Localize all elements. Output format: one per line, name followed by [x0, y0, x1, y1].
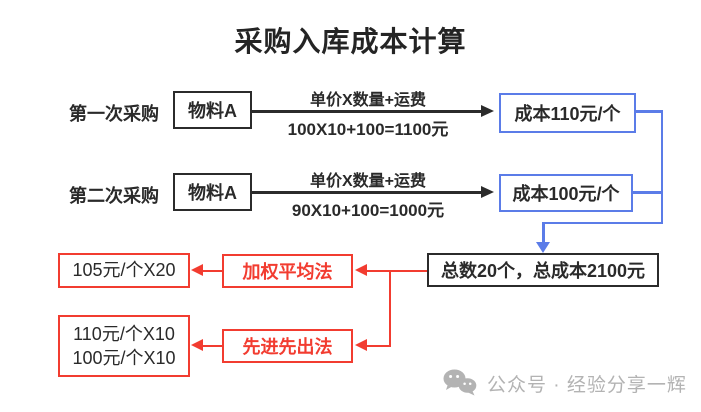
row2-material-text: 物料A	[188, 183, 237, 203]
method1-box: 加权平均法	[222, 254, 353, 288]
row2-result-text: 成本100元/个	[512, 184, 620, 204]
value2-box: 110元/个X10 100元/个X10	[58, 315, 190, 377]
row1-result-text: 成本110元/个	[514, 104, 621, 124]
row2-result-box: 成本100元/个	[499, 174, 633, 212]
row2-label: 第二次采购	[69, 186, 159, 206]
row2-material-box: 物料A	[173, 173, 252, 211]
watermark-text: 公众号 · 经验分享一辉	[487, 375, 687, 396]
value1-box: 105元/个X20	[58, 253, 190, 288]
row1-formula-bottom: 100X10+100=1100元	[287, 120, 449, 139]
page-title: 采购入库成本计算	[234, 26, 467, 57]
blue-connector-mid-h	[542, 221, 663, 224]
blue-connector-down-v	[542, 221, 545, 244]
value1-line1: 105元/个X20	[72, 260, 176, 281]
red-connector-method1-to-value1	[201, 269, 222, 272]
row2-arrow-shaft	[252, 191, 484, 194]
red-connector-method2-to-value2	[201, 344, 222, 347]
row1-result-box: 成本110元/个	[499, 93, 636, 133]
row1-formula-top: 单价X数量+运费	[309, 92, 427, 109]
blue-connector-right-v	[660, 110, 663, 224]
row2-formula-top: 单价X数量+运费	[309, 173, 427, 190]
row1-arrowhead-icon	[481, 105, 494, 117]
blue-connector-row1-h	[636, 110, 663, 113]
blue-arrowhead-down-icon	[536, 242, 550, 253]
red-arrowhead-value2-icon	[191, 339, 203, 351]
row2-arrowhead-icon	[481, 186, 494, 198]
method1-text: 加权平均法	[242, 262, 333, 282]
row1-label: 第一次采购	[69, 104, 159, 124]
method2-box: 先进先出法	[222, 329, 353, 363]
row2-formula-bottom: 90X10+100=1000元	[291, 201, 445, 220]
method2-text: 先进先出法	[242, 337, 333, 357]
red-arrowhead-value1-icon	[191, 264, 203, 276]
total-text: 总数20个，总成本2100元	[440, 261, 646, 281]
red-connector-total-to-method1	[365, 269, 427, 272]
red-arrowhead-method1-icon	[355, 264, 367, 276]
blue-connector-row2-h	[633, 191, 663, 194]
row1-arrow-shaft	[252, 110, 484, 113]
value2-line2: 100元/个X10	[72, 348, 176, 368]
red-connector-to-method2	[365, 344, 391, 347]
total-box: 总数20个，总成本2100元	[427, 253, 659, 287]
wechat-icon	[443, 369, 477, 396]
red-connector-branch-v	[389, 269, 392, 347]
row1-material-text: 物料A	[188, 101, 237, 121]
row1-material-box: 物料A	[173, 91, 252, 129]
watermark: 公众号 · 经验分享一辉	[442, 368, 687, 399]
red-arrowhead-method2-icon	[355, 339, 367, 351]
value2-line1: 110元/个X10	[73, 323, 175, 344]
